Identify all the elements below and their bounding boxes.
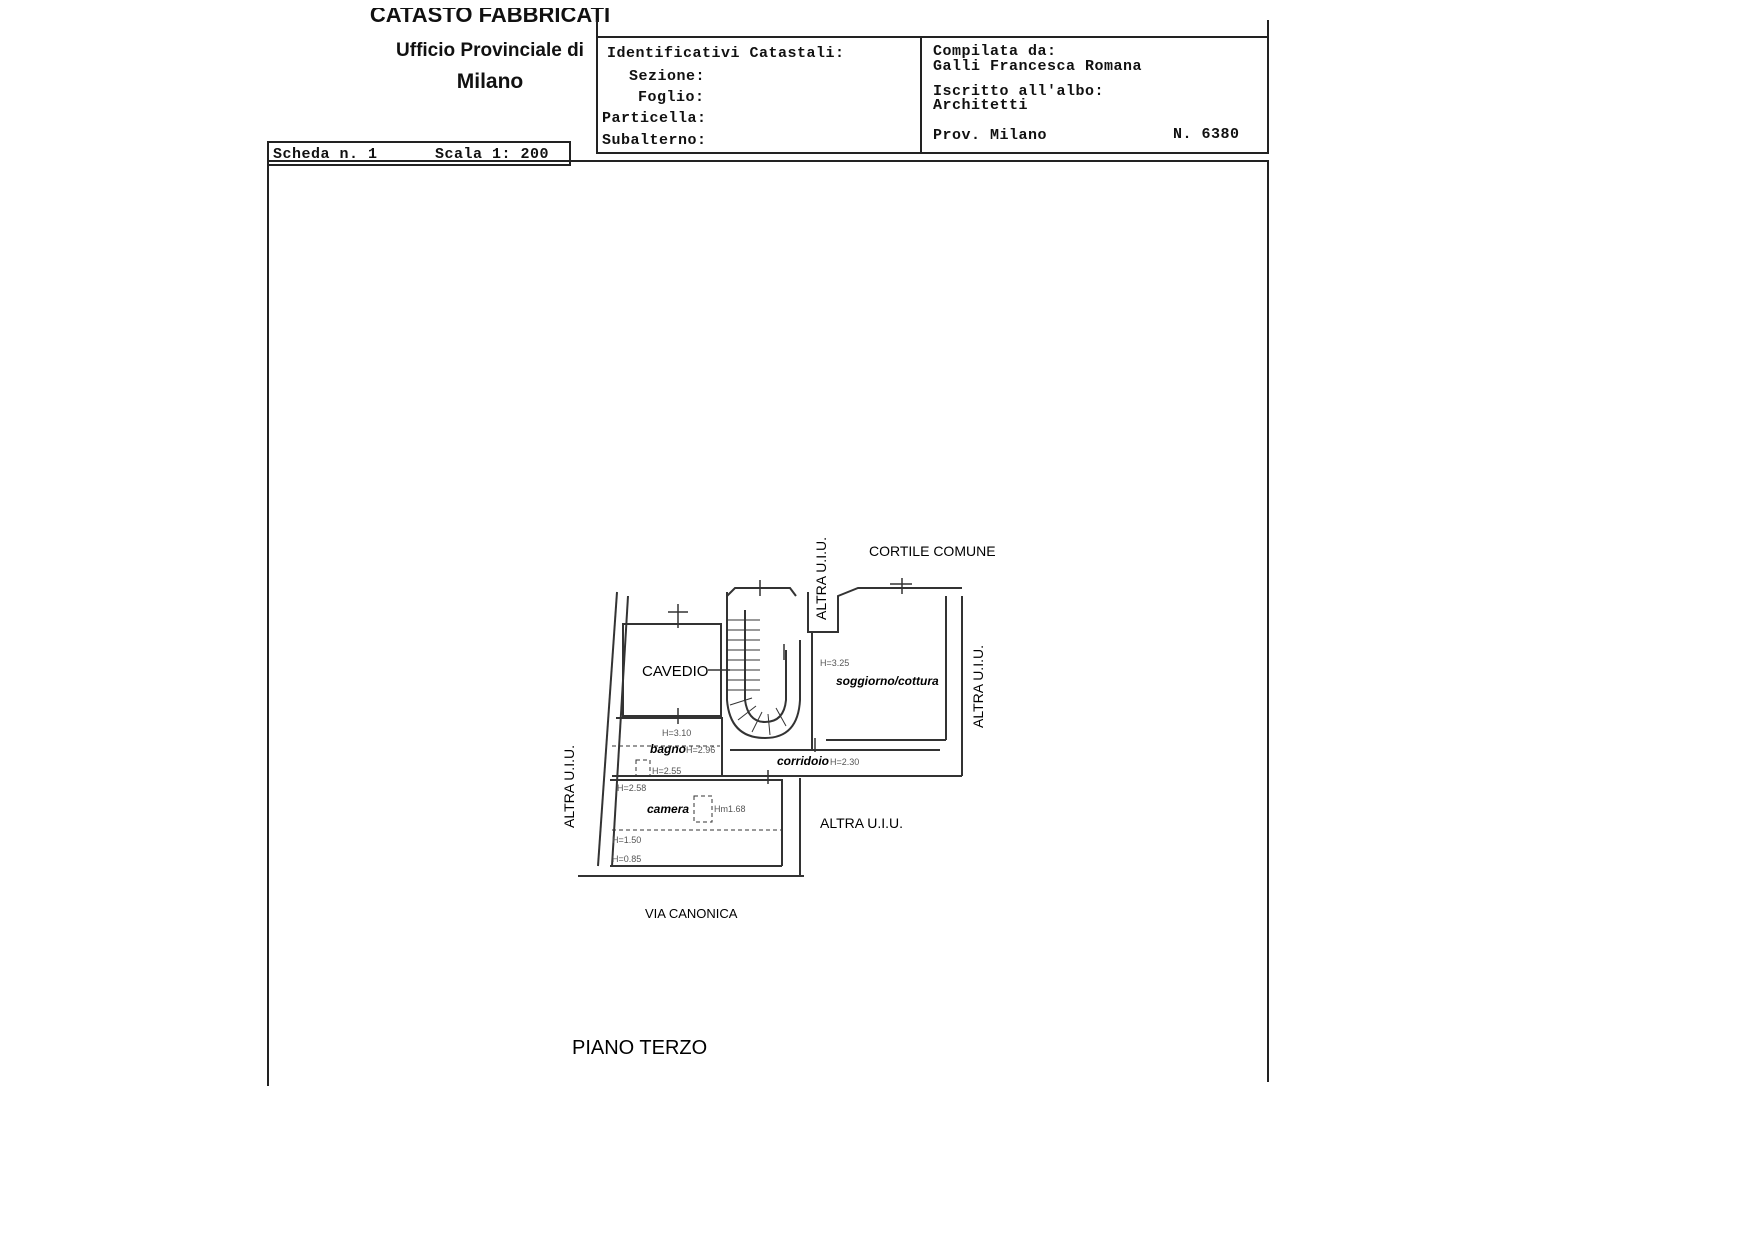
- altra-uiu-left: ALTRA U.I.U.: [561, 745, 577, 828]
- office-line-2: Ufficio Provinciale di: [396, 40, 584, 61]
- bagno-label: bagno: [650, 742, 686, 756]
- corridoio-label: corridoio: [777, 754, 829, 768]
- altra-uiu-top: ALTRA U.I.U.: [813, 537, 829, 620]
- corridoio-height: H=2.30: [830, 757, 859, 767]
- stair-outline: [726, 592, 801, 740]
- bagno-height-1: H=3.10: [662, 728, 691, 738]
- wall-left-outer: [597, 591, 618, 867]
- albo-label: Iscritto all'albo:: [933, 83, 1105, 100]
- compiler-label: Compilata da:: [933, 43, 1057, 60]
- camera-height: Hm1.68: [714, 804, 746, 814]
- soggiorno-height: H=3.25: [820, 658, 849, 668]
- height-085: H=0.85: [612, 854, 641, 864]
- compiler-name: Galli Francesca Romana: [933, 58, 1143, 75]
- wall-left-inner: [611, 595, 629, 867]
- living-walls: [807, 587, 962, 633]
- identifiers-title: Identificativi Catastali:: [607, 45, 845, 62]
- office-line-3: Milano: [456, 70, 524, 93]
- foglio-label: Foglio:: [638, 89, 705, 106]
- office-line-1: CATASTO FABBRICATI: [369, 8, 611, 27]
- stair-treads: [727, 619, 787, 736]
- altra-uiu-bottom: ALTRA U.I.U.: [820, 815, 903, 831]
- camera-label: camera: [647, 802, 689, 816]
- subalterno-label: Subalterno:: [602, 132, 707, 149]
- bagno-height-2: H=2.96: [686, 745, 715, 755]
- register-number: N. 6380: [1173, 126, 1240, 143]
- stair-landing: [726, 587, 797, 597]
- bathroom-top: [616, 717, 723, 775]
- door-marks: [668, 578, 912, 784]
- dashed-details: [612, 745, 782, 831]
- floor-label: PIANO TERZO: [572, 1037, 707, 1059]
- altra-uiu-right: ALTRA U.I.U.: [970, 645, 986, 728]
- cortile-label: CORTILE COMUNE: [869, 543, 996, 559]
- street-label: VIA CANONICA: [645, 906, 738, 921]
- province: Prov. Milano: [933, 127, 1048, 144]
- cavedio-label: CAVEDIO: [642, 663, 708, 680]
- height-150: H=1.50: [612, 835, 641, 845]
- soggiorno-label: soggiorno/cottura: [836, 674, 939, 688]
- stair-inner: [744, 610, 787, 724]
- scheda-label: Scheda n. 1: [273, 146, 378, 163]
- particella-label: Particella:: [602, 110, 707, 127]
- scala-label: Scala 1: 200: [435, 146, 550, 163]
- sezione-label: Sezione:: [629, 68, 706, 85]
- albo-value: Architetti: [933, 97, 1029, 114]
- bagno-height-3: H=2.55: [652, 766, 681, 776]
- scheda-box: [267, 141, 571, 166]
- bedroom-outline: [610, 779, 783, 866]
- camera-height-left: H=2.58: [617, 783, 646, 793]
